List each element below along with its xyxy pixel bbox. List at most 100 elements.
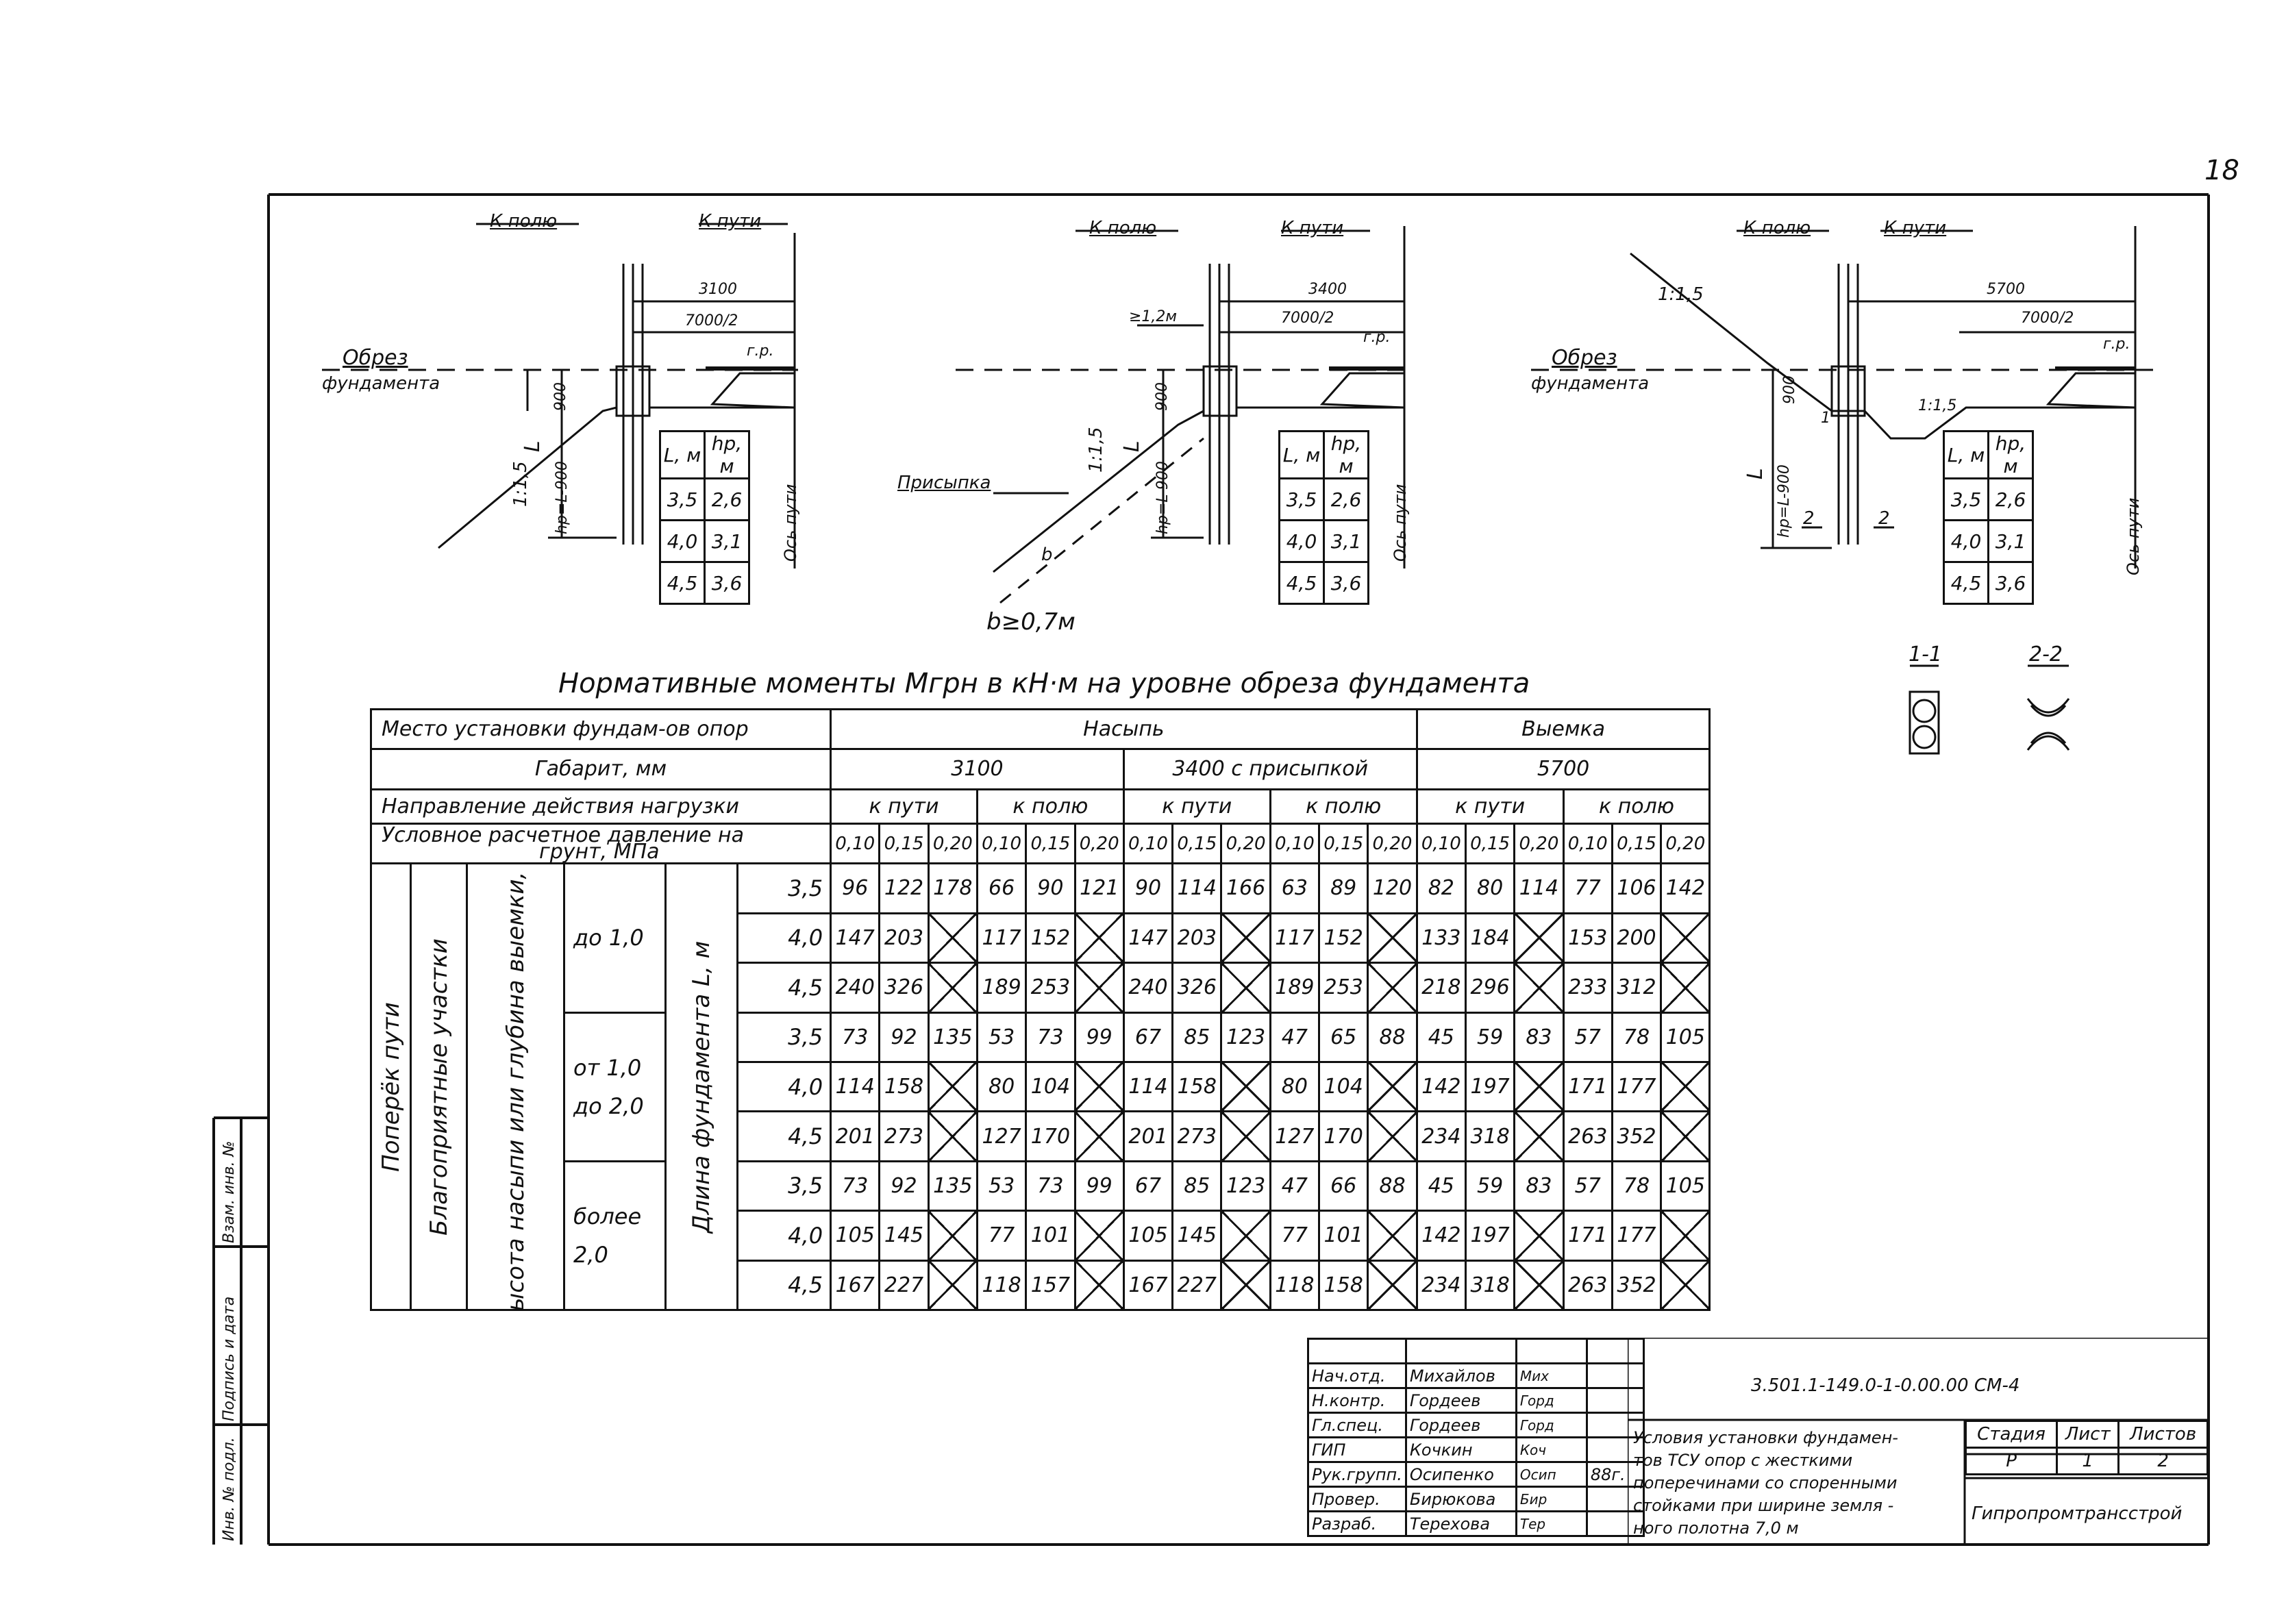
- s2-depth: 900: [1154, 382, 1171, 411]
- s3-gauge: 5700: [1987, 281, 2025, 298]
- na-cell: [1660, 1259, 1711, 1312]
- moment-cell: 273: [1171, 1110, 1223, 1162]
- moment-cell: 121: [1073, 862, 1125, 914]
- moment-cell: 78: [1611, 1011, 1663, 1063]
- moment-cell: 147: [1122, 912, 1174, 964]
- na-cell: [1367, 1210, 1418, 1262]
- moment-cell: 104: [1318, 1060, 1369, 1113]
- moment-cell: 78: [1611, 1160, 1663, 1212]
- person-name: Гордеев: [1404, 1387, 1517, 1414]
- moment-cell: 80: [1464, 862, 1516, 914]
- s2-gp: г.р.: [1363, 329, 1391, 346]
- moment-cell: 47: [1269, 1011, 1321, 1063]
- pressure-cell: 0,20: [1220, 822, 1271, 865]
- moment-cell: 67: [1122, 1011, 1174, 1063]
- section-2-2-label: 2-2: [2029, 642, 2063, 666]
- moment-cell: 92: [878, 1160, 930, 1212]
- moment-cell: 99: [1073, 1011, 1125, 1063]
- table-title: Нормативные моменты Mгрн в кН·м на уровн…: [558, 668, 1530, 699]
- moment-cell: 167: [830, 1259, 881, 1312]
- moment-cell: 326: [1171, 962, 1223, 1014]
- moment-cell: 218: [1415, 962, 1467, 1014]
- moment-cell: 166: [1220, 862, 1271, 914]
- hdr-gabarit: Габарит, мм: [369, 748, 832, 790]
- moment-cell: 59: [1464, 1160, 1516, 1212]
- s2-berm: ≥1,2м: [1129, 308, 1178, 325]
- moment-cell: 123: [1220, 1011, 1271, 1063]
- moment-cell: 201: [830, 1110, 881, 1162]
- s1-gp: г.р.: [747, 342, 774, 360]
- role: ГИП: [1307, 1436, 1407, 1463]
- moment-cell: 90: [1025, 862, 1076, 914]
- moment-cell: 92: [878, 1011, 930, 1063]
- moment-cell: 114: [1171, 862, 1223, 914]
- side-across-track: Поперёк пути: [370, 862, 412, 1311]
- pressure-cell: 0,20: [1513, 822, 1565, 865]
- moment-cell: 105: [1660, 1011, 1711, 1063]
- moment-cell: 77: [975, 1210, 1028, 1262]
- moment-cell: 157: [1025, 1259, 1076, 1312]
- na-cell: [1513, 962, 1565, 1014]
- na-cell: [1220, 1210, 1271, 1262]
- na-cell: [1073, 1259, 1125, 1312]
- moment-cell: 105: [1122, 1210, 1174, 1262]
- na-cell: [1513, 1259, 1565, 1312]
- moment-cell: 59: [1464, 1011, 1516, 1063]
- side-stamp-sign: Подпись и дата: [221, 1296, 238, 1421]
- na-cell: [1367, 1060, 1418, 1113]
- hdr-g2: 3400 с присыпкой: [1122, 748, 1418, 790]
- moment-cell: 77: [1269, 1210, 1321, 1262]
- na-cell: [1660, 912, 1711, 964]
- moment-cell: 83: [1513, 1011, 1565, 1063]
- moment-cell: 99: [1073, 1160, 1125, 1212]
- role: Провер.: [1307, 1486, 1407, 1512]
- moment-cell: 167: [1122, 1259, 1174, 1312]
- pressure-cell: 0,10: [1122, 822, 1174, 865]
- s3-slope-ditch: 1:1,5: [1918, 397, 1957, 414]
- na-cell: [1220, 912, 1271, 964]
- na-cell: [1367, 962, 1418, 1014]
- s3-mark-1: 1: [1821, 410, 1830, 427]
- moment-cell: 203: [878, 912, 930, 964]
- moment-cell: 45: [1415, 1160, 1467, 1212]
- moment-cell: 104: [1025, 1060, 1076, 1113]
- na-cell: [927, 912, 978, 964]
- role: Нач.отд.: [1307, 1362, 1407, 1389]
- role: Н.контр.: [1307, 1387, 1407, 1414]
- moment-cell: 47: [1269, 1160, 1321, 1212]
- moment-cell: 82: [1415, 862, 1467, 914]
- side-length: Длина фундамента L, м: [664, 862, 738, 1311]
- moment-cell: 352: [1611, 1110, 1663, 1162]
- moment-cell: 145: [1171, 1210, 1223, 1262]
- s3-to-track: К пути: [1884, 218, 1947, 238]
- s1-to-track: К пути: [699, 211, 762, 232]
- moment-cell: 122: [878, 862, 930, 914]
- moment-cell: 253: [1318, 962, 1369, 1014]
- moment-cell: 73: [830, 1160, 881, 1212]
- moment-cell: 263: [1562, 1259, 1613, 1312]
- moment-cell: 67: [1122, 1160, 1174, 1212]
- moment-cell: 227: [878, 1259, 930, 1312]
- s1-hp: hp=L-900: [554, 461, 571, 534]
- na-cell: [1513, 1210, 1565, 1262]
- doc-code: 3.501.1-149.0-1-0.00.00 СМ-4: [1751, 1375, 2020, 1396]
- height-group: до 1,0: [563, 862, 667, 1014]
- person-name: Бирюкова: [1404, 1486, 1517, 1512]
- pressure-cell: 0,20: [927, 822, 978, 865]
- hdr-g3: 5700: [1415, 748, 1711, 790]
- s2-L: L: [1120, 440, 1144, 452]
- moment-cell: 227: [1171, 1259, 1223, 1312]
- na-cell: [927, 1210, 978, 1262]
- signature: Горд: [1515, 1412, 1588, 1438]
- s1-cut-line2: фундамента: [322, 373, 440, 394]
